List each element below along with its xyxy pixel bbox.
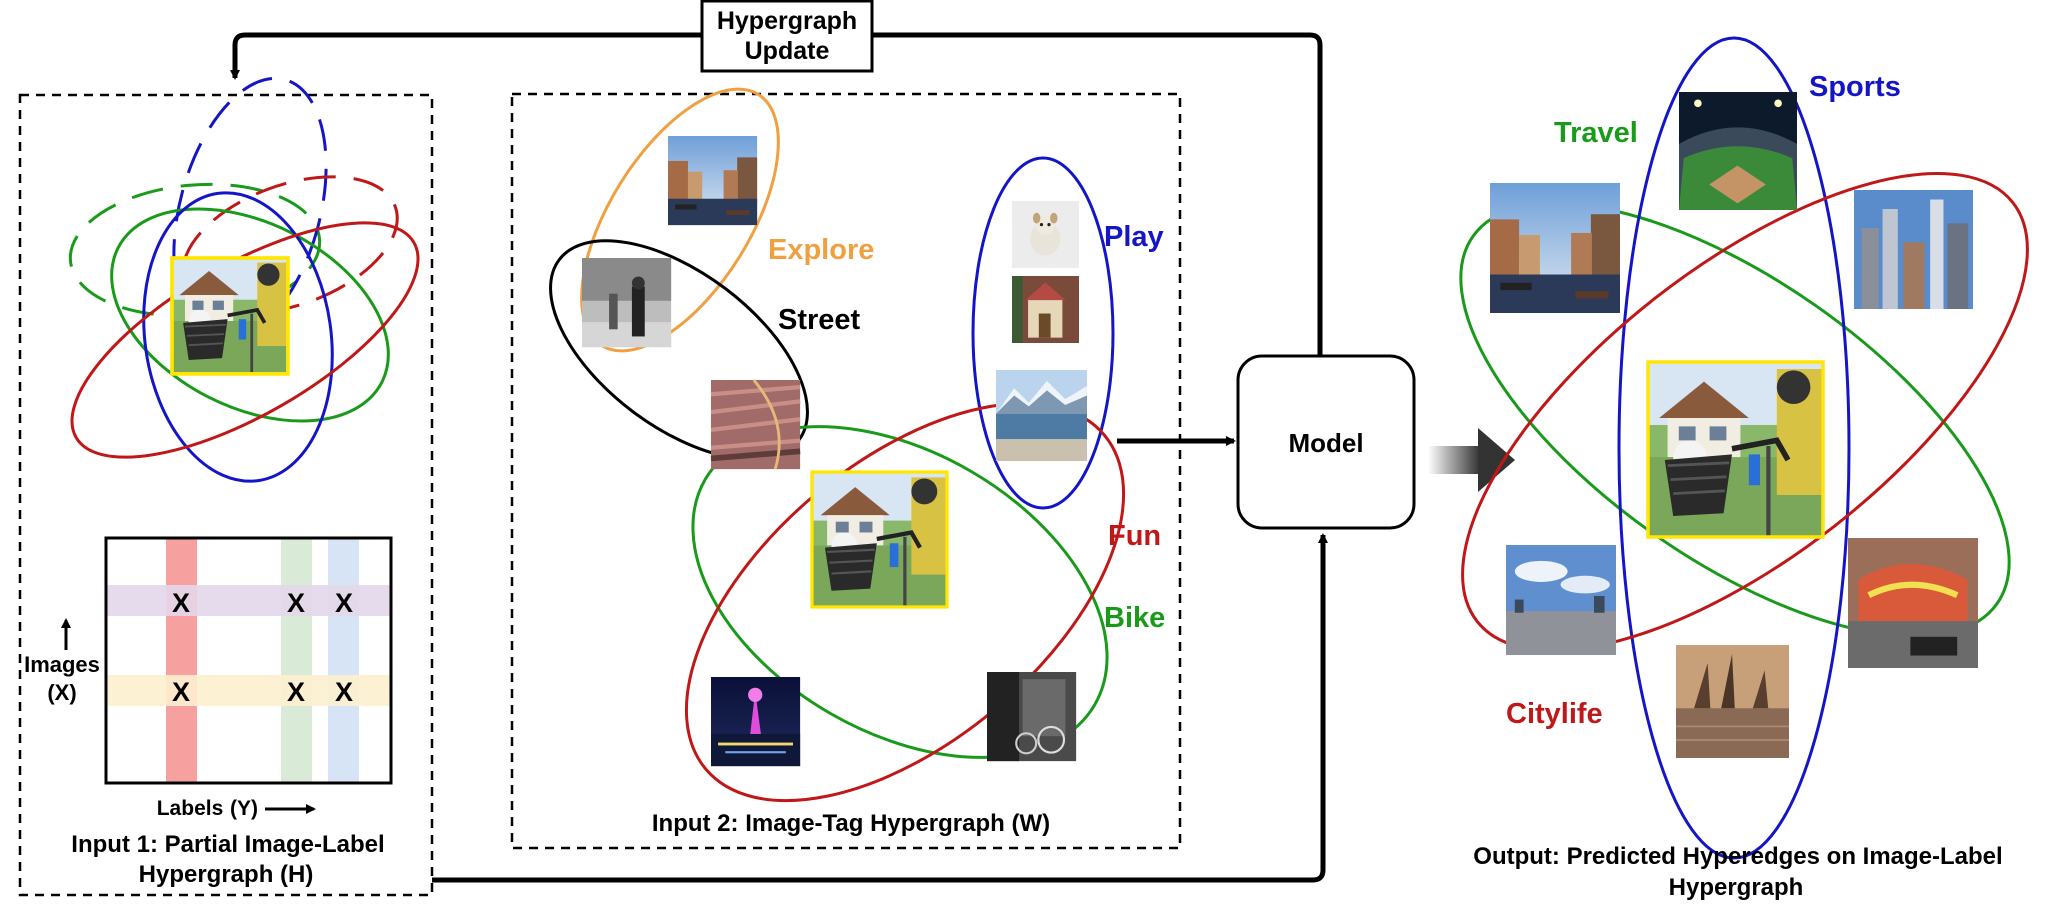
cityscape-image: [1506, 545, 1616, 655]
output-edge-citylife: [1461, 172, 2029, 652]
label-sports: Sports: [1809, 71, 1901, 103]
edge-bike: [691, 425, 1109, 759]
matrix-row-purple: [106, 585, 391, 616]
tag-bike: Bike: [1104, 602, 1165, 634]
model-label: Model: [1288, 428, 1363, 458]
alley-bike-image: [987, 672, 1077, 762]
matrix-col-green: [281, 538, 312, 783]
output-caption-line1: Output: Predicted Hyperedges on Image-La…: [1473, 843, 2002, 870]
output-center-image: [1646, 360, 1825, 539]
labels-axis-label: Labels: [157, 797, 224, 820]
tag-street: Street: [778, 304, 861, 336]
images-axis-symbol: (X): [47, 680, 76, 705]
input1-center-image: [170, 256, 290, 376]
model-to-output-arrow: [1428, 428, 1515, 492]
input1-dashed-frame: [18, 93, 434, 897]
sailboats-image: [1676, 645, 1790, 758]
input1-green-edge: [110, 207, 390, 423]
matrix-mark: X: [287, 588, 305, 618]
matrix-col-blue: [328, 538, 359, 783]
dog-image: [1012, 201, 1079, 268]
matrix-col-red: [166, 538, 197, 783]
input1-caption-line2: Hypergraph (H): [139, 861, 314, 888]
skyline-image: [1854, 190, 1973, 309]
matrix-mark: X: [287, 677, 305, 707]
output-panel: Travel Sports Citylife Output: Predicted…: [1459, 36, 2029, 901]
matrix-mark: X: [172, 677, 190, 707]
tag-play: Play: [1104, 221, 1164, 253]
images-axis-label: Images: [24, 652, 100, 677]
hypergraph-update-line1: Hypergraph: [717, 7, 857, 35]
street-image: [582, 258, 672, 348]
input2-caption: Input 2: Image-Tag Hypergraph (W): [652, 810, 1050, 837]
matrix-mark: X: [172, 588, 190, 618]
matrix-mark: X: [335, 588, 353, 618]
input2-center-image: [810, 470, 949, 609]
mountain-lake-image: [996, 370, 1087, 461]
output-caption-line2: Hypergraph: [1669, 874, 1804, 901]
matrix-row-yellow: [106, 675, 391, 706]
stadium-image: [1679, 92, 1797, 211]
hypergraph-update-line2: Update: [745, 37, 830, 65]
matrix-frame: [104, 536, 393, 785]
night-fountain-image: [711, 677, 801, 767]
canal-image: [668, 136, 758, 226]
incidence-matrix: X X X X X X: [104, 536, 393, 785]
labels-axis-symbol: (Y): [230, 797, 258, 820]
edge-play: [971, 156, 1115, 510]
label-travel: Travel: [1554, 117, 1638, 149]
input1-blue-edge: [142, 191, 334, 483]
matrix-mark: X: [335, 677, 353, 707]
dollhouse-image: [1012, 276, 1079, 343]
hypergraph-update-box: Hypergraph Update: [700, 0, 874, 73]
input1-panel: X X X X X X Images (X) Labels (Y) Input …: [18, 76, 434, 897]
tag-explore: Explore: [768, 234, 874, 266]
label-citylife: Citylife: [1506, 698, 1603, 730]
model-box: Model: [1236, 354, 1416, 530]
input1-caption-line1: Input 1: Partial Image-Label: [71, 831, 384, 858]
motion-image: [710, 379, 801, 470]
input1-to-model-line: [432, 533, 1328, 883]
input2-dashed-frame: [510, 92, 1182, 850]
output-edge-sports: [1617, 36, 1851, 860]
graffiti-image: [1848, 538, 1978, 668]
tag-fun: Fun: [1108, 520, 1161, 552]
input2-panel: Explore Street Play Fun Bike Input 2: Im…: [510, 87, 1182, 850]
output-canal-image: [1490, 183, 1620, 313]
